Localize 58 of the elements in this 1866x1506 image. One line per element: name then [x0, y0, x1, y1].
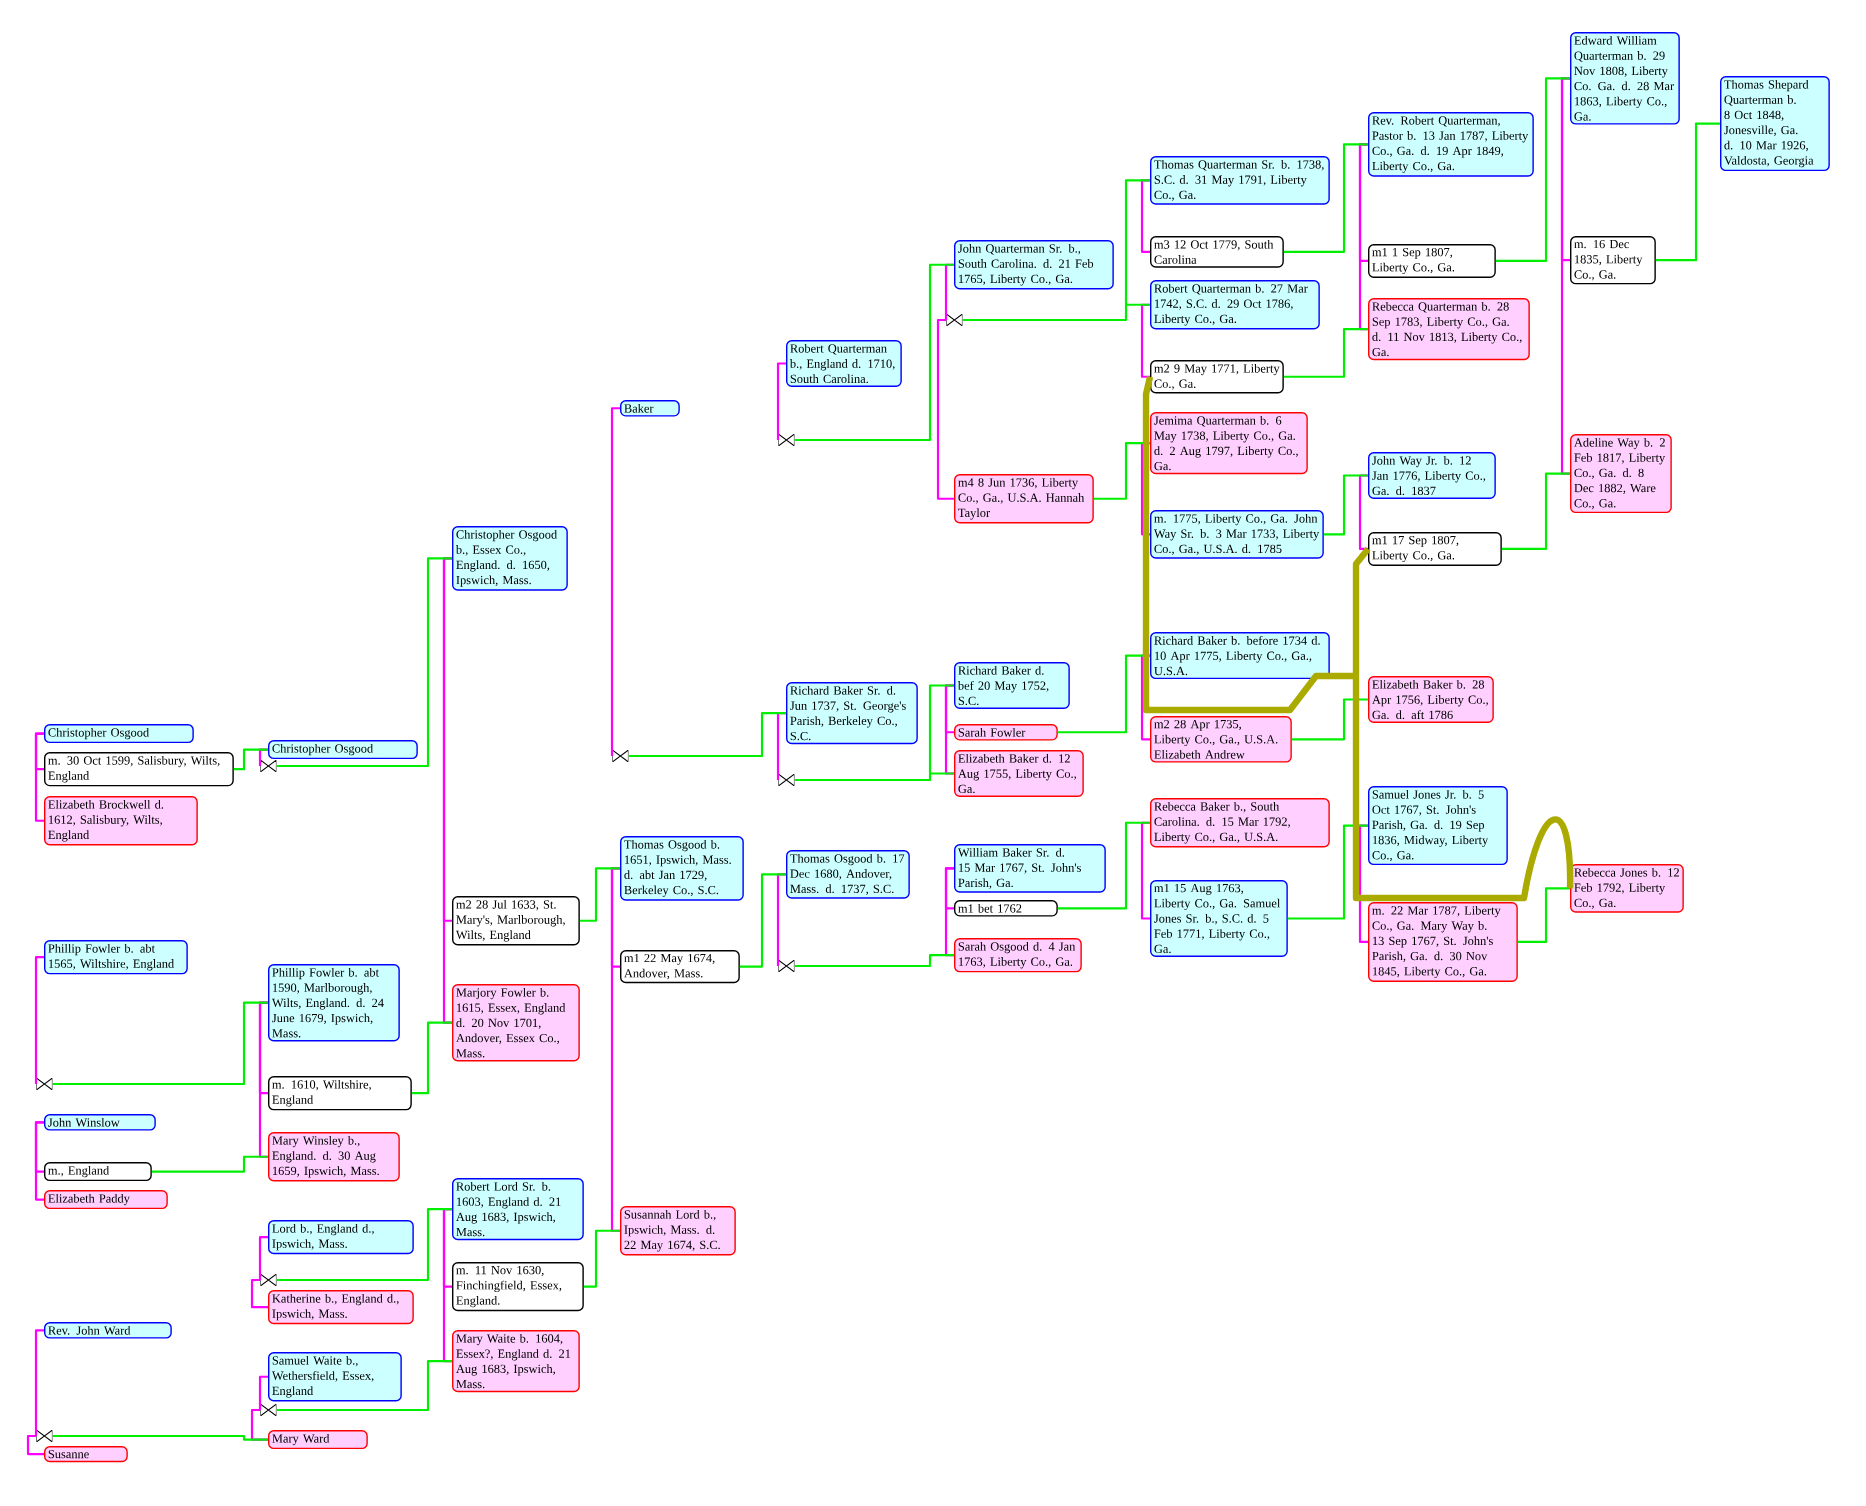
- end-mark-symbol: [778, 434, 795, 446]
- connector-line: [1495, 77, 1570, 263]
- connector-line: [936, 318, 954, 500]
- connector-line: [1057, 654, 1150, 734]
- connector-line: [776, 362, 786, 440]
- end-mark-symbol: [260, 760, 277, 772]
- connector-line: [276, 557, 452, 768]
- connector-line: [1057, 821, 1150, 910]
- end-mark-symbol: [36, 1430, 53, 1442]
- connector-line: [944, 867, 954, 957]
- end-mark-symbol: [260, 1404, 277, 1416]
- connector-line: [739, 873, 786, 968]
- connector-line: [1291, 698, 1368, 741]
- connector-line: [1358, 824, 1368, 944]
- end-mark-symbol: [36, 1078, 53, 1090]
- connector-line: [26, 1434, 44, 1456]
- connector-line: [1140, 303, 1150, 378]
- connector-line: [1323, 474, 1368, 536]
- connector-line: [151, 1155, 268, 1173]
- connector-line: [1287, 824, 1368, 920]
- connector-line: [793, 684, 956, 782]
- connector-line: [1140, 654, 1150, 741]
- connector-line: [1140, 179, 1150, 253]
- connector-line: [961, 179, 1152, 322]
- connector-line: [34, 1121, 44, 1201]
- connector-line: [411, 1021, 452, 1095]
- connector-line: [1140, 821, 1150, 920]
- end-mark-symbol: [778, 774, 795, 786]
- connector-line: [34, 732, 44, 822]
- connector-line: [276, 1208, 452, 1282]
- connector-line: [579, 867, 620, 922]
- connector-line: [34, 1329, 44, 1436]
- end-mark-symbol: [612, 750, 629, 762]
- connector-line: [794, 263, 954, 442]
- connector-line: [34, 956, 44, 1084]
- connector-line: [1142, 373, 1574, 902]
- connector-line: [258, 1236, 268, 1280]
- connector-line: [1093, 442, 1150, 500]
- connector-line: [1283, 328, 1368, 378]
- connector-line: [250, 1278, 268, 1309]
- connector-line: [628, 712, 786, 758]
- connector-line: [52, 1434, 268, 1441]
- end-mark-symbol: [946, 314, 963, 326]
- end-mark-symbol: [778, 960, 795, 972]
- connector-line: [610, 407, 620, 756]
- connector-line: [1283, 143, 1368, 253]
- connector-line: [1358, 474, 1368, 551]
- connector-line: [794, 954, 954, 968]
- connector-line: [52, 1001, 268, 1086]
- connector-line: [258, 1375, 268, 1410]
- connector-line: [1140, 442, 1150, 536]
- connector-line: [233, 748, 268, 771]
- connector-line: [1517, 887, 1570, 944]
- connector-line: [276, 1360, 452, 1412]
- connector-line: [583, 1229, 620, 1288]
- connector-line: [1655, 122, 1720, 262]
- connector-line: [1501, 472, 1570, 551]
- end-mark-symbol: [260, 1274, 277, 1286]
